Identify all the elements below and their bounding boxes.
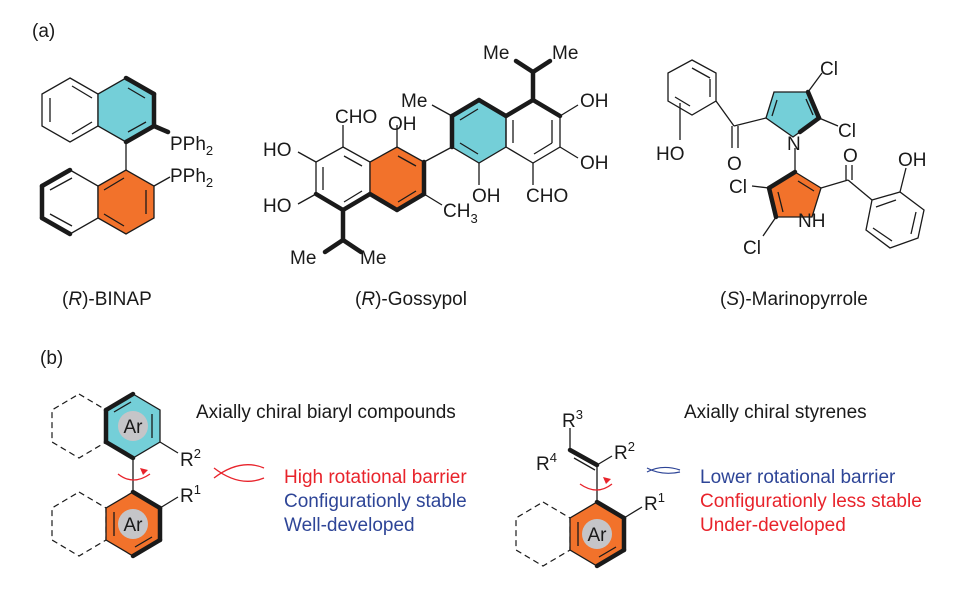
gossypol-me-iso-top-left: Me	[483, 43, 509, 64]
marinopyrrole-o-2: O	[843, 146, 858, 167]
styrene-title: Axially chiral styrenes	[684, 402, 867, 423]
gossypol-ho-1: HO	[263, 140, 292, 161]
styrene-r1: R1	[644, 490, 665, 515]
binap-pph2-upper: PPh2	[170, 134, 213, 158]
binap-structure	[39, 75, 171, 237]
marinopyrrole-n: N	[787, 134, 801, 155]
marinopyrrole-cl-4: Cl	[743, 238, 761, 259]
biaryl-property-2: Configurationly stable	[284, 491, 467, 512]
styrene-ar-circle	[582, 519, 612, 549]
biaryl-ar-circle-upper	[118, 411, 148, 441]
marinopyrrole-cl-1: Cl	[820, 59, 838, 80]
styrene-r3: R3	[562, 407, 583, 432]
styrene-property-3: Under-developed	[700, 515, 846, 536]
styrene-r2: R2	[614, 439, 635, 464]
gossypol-oh-right-2: OH	[580, 153, 609, 174]
styrene-property-1: Lower rotational barrier	[700, 467, 896, 488]
gossypol-structure	[297, 58, 579, 255]
biaryl-ar-label-lower: Ar	[124, 515, 144, 536]
binap-lower-orange-ring	[98, 170, 154, 234]
gossypol-oh-top: OH	[388, 114, 417, 135]
marinopyrrole-structure	[667, 59, 925, 249]
gossypol-oh-bottom: OH	[472, 186, 501, 207]
marinopyrrole-cl-2: Cl	[838, 121, 856, 142]
biaryl-r1: R1	[180, 482, 201, 507]
gossypol-cho-top: CHO	[335, 107, 377, 128]
marinopyrrole-cl-3: Cl	[729, 177, 747, 198]
gossypol-me-iso-top-right: Me	[552, 43, 578, 64]
panel-b-label: (b)	[40, 348, 63, 369]
binap-caption: (R)-BINAP	[62, 289, 152, 310]
gossypol-cho-bottom: CHO	[526, 186, 568, 207]
gossypol-ch3: CH3	[443, 201, 478, 226]
marinopyrrole-oh: OH	[898, 150, 927, 171]
biaryl-property-1: High rotational barrier	[284, 467, 467, 488]
marinopyrrole-o-1: O	[727, 154, 742, 175]
biaryl-r2: R2	[180, 446, 201, 471]
marinopyrrole-caption: (S)-Marinopyrrole	[720, 289, 868, 310]
styrene-property-2: Configurationly less stable	[700, 491, 922, 512]
gossypol-oh-right-1: OH	[580, 91, 609, 112]
marinopyrrole-ho: HO	[656, 144, 685, 165]
gossypol-me-top: Me	[401, 91, 427, 112]
gossypol-caption: (R)-Gossypol	[355, 289, 467, 310]
biaryl-ar-circle-lower	[118, 509, 148, 539]
panel-a-label: (a)	[32, 21, 55, 42]
biaryl-title: Axially chiral biaryl compounds	[196, 402, 456, 423]
gossypol-me-iso-bot-left: Me	[290, 248, 316, 269]
biaryl-ar-label-upper: Ar	[124, 417, 144, 438]
biaryl-structure	[51, 391, 265, 559]
gossypol-me-iso-bot-right: Me	[360, 248, 386, 269]
binap-pph2-lower: PPh2	[170, 166, 213, 190]
gossypol-cyan-ring	[452, 100, 506, 163]
styrene-ar-label: Ar	[588, 525, 608, 546]
styrene-r4: R4	[536, 450, 557, 475]
biaryl-property-3: Well-developed	[284, 515, 415, 536]
styrene-structure	[515, 428, 681, 569]
marinopyrrole-nh: NH	[798, 211, 825, 232]
gossypol-ho-2: HO	[263, 196, 292, 217]
